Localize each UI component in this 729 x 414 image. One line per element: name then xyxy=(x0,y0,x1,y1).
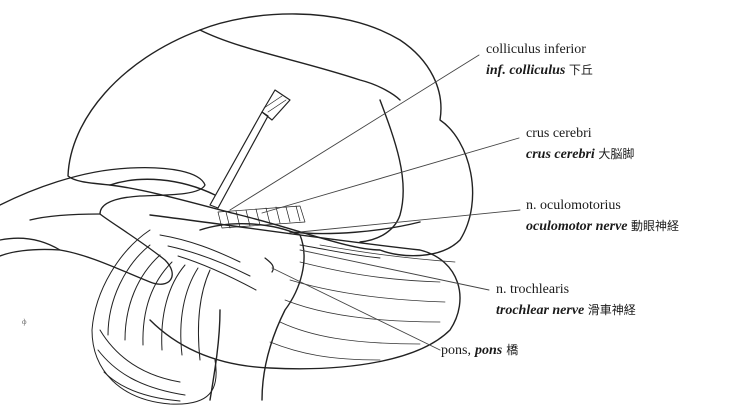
oculomotor-japanese: 動眼神経 xyxy=(631,219,679,233)
cerebellar-folia xyxy=(92,230,256,404)
colliculus-english: inf. colliculus xyxy=(486,63,565,78)
label-pons: pons, pons 橋 xyxy=(441,340,518,361)
trochlear-japanese: 滑車神経 xyxy=(588,303,636,317)
colliculus-latin: colliculus inferior xyxy=(486,40,593,60)
crus-latin: crus cerebri xyxy=(526,124,634,144)
temporal-lobe-edge xyxy=(360,100,403,242)
label-crus-cerebri: crus cerebri crus cerebri 大脳脚 xyxy=(526,124,634,165)
colliculus-japanese: 下丘 xyxy=(569,63,593,77)
label-trochlear: n. trochlearis trochlear nerve 滑車神経 xyxy=(496,280,636,321)
trochlear-english: trochlear nerve xyxy=(496,303,584,318)
crus-japanese: 大脳脚 xyxy=(598,147,634,161)
brainstem xyxy=(200,224,304,400)
scalpel xyxy=(210,90,290,208)
oculomotor-latin: n. oculomotorius xyxy=(526,196,679,216)
pons-latin: pons, xyxy=(441,343,471,358)
label-colliculus: colliculus inferior inf. colliculus 下丘 xyxy=(486,40,593,81)
stray-mark: ф xyxy=(22,318,27,326)
hand xyxy=(0,168,205,285)
pons-english: pons xyxy=(475,343,502,358)
pons-japanese: 橋 xyxy=(506,343,518,357)
label-oculomotor: n. oculomotorius oculomotor nerve 動眼神経 xyxy=(526,196,679,237)
oculomotor-nerve-drawing xyxy=(290,222,420,234)
cerebral-hemisphere xyxy=(68,14,473,256)
crus-english: crus cerebri xyxy=(526,147,595,162)
oculomotor-english: oculomotor nerve xyxy=(526,219,628,234)
cerebellum-outline xyxy=(150,215,460,369)
trochlear-latin: n. trochlearis xyxy=(496,280,636,300)
leader-lines xyxy=(230,55,520,350)
